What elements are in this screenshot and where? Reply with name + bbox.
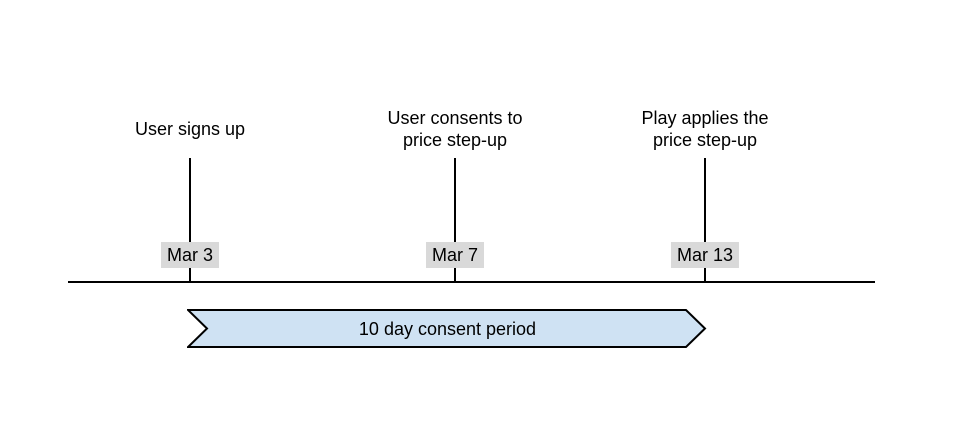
event-play-applies: Play applies the price step-up Mar 13 bbox=[595, 105, 815, 282]
consent-period-label: 10 day consent period bbox=[358, 319, 537, 339]
event-label: Play applies the price step-up bbox=[641, 107, 769, 151]
event-date-chip: Mar 3 bbox=[160, 242, 220, 268]
event-date-chip: Mar 7 bbox=[425, 242, 485, 268]
event-label: User signs up bbox=[134, 118, 246, 139]
chevron-ribbon-polygon bbox=[187, 309, 707, 348]
chevron-ribbon-shape bbox=[187, 309, 707, 348]
consent-period-banner: 10 day consent period bbox=[187, 309, 708, 349]
event-tick-line bbox=[454, 158, 456, 282]
event-tick-line bbox=[189, 158, 191, 282]
event-date-chip: Mar 13 bbox=[670, 242, 740, 268]
event-label: User consents to price step-up bbox=[387, 107, 523, 151]
event-tick-line bbox=[704, 158, 706, 282]
event-user-consents: User consents to price step-up Mar 7 bbox=[345, 105, 565, 282]
timeline-axis bbox=[68, 281, 875, 283]
event-user-signs-up: User signs up Mar 3 bbox=[80, 105, 300, 282]
